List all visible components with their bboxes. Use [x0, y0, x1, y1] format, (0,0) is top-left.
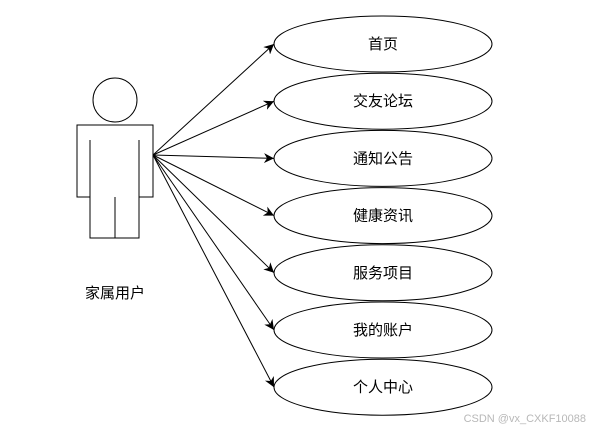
use-case-forum: 交友论坛 [273, 72, 493, 130]
use-case-label: 个人中心 [353, 378, 413, 396]
use-case-my-account: 我的账户 [273, 301, 493, 359]
actor-head [92, 77, 138, 123]
association-arrow-service [152, 154, 275, 274]
use-case-label: 我的账户 [353, 321, 413, 339]
use-case-ellipse [273, 129, 493, 187]
use-case-ellipse [273, 358, 493, 416]
use-case-label: 健康资讯 [353, 207, 413, 225]
use-case-label: 交友论坛 [353, 92, 413, 110]
use-case-home: 首页 [273, 15, 493, 73]
use-case-service: 服务项目 [273, 244, 493, 302]
association-arrow-my-account [152, 154, 275, 331]
actor-figure [76, 77, 154, 239]
association-arrow-forum [152, 100, 275, 156]
use-case-health-news: 健康资讯 [273, 187, 493, 245]
actor-label: 家属用户 [85, 284, 145, 302]
association-arrow-home [152, 43, 275, 156]
use-case-label: 首页 [368, 35, 398, 53]
watermark: CSDN @vx_CXKF10088 [464, 413, 586, 425]
use-case-ellipse [273, 301, 493, 359]
use-case-ellipse [273, 187, 493, 245]
use-case-notice: 通知公告 [273, 129, 493, 187]
use-case-ellipse [273, 15, 493, 73]
use-case-personal-center: 个人中心 [273, 358, 493, 416]
actor-body [76, 124, 154, 239]
association-arrow-notice [152, 153, 275, 164]
use-case-ellipse [273, 244, 493, 302]
association-arrow-health-news [152, 154, 275, 217]
use-case-ellipse [273, 72, 493, 130]
association-arrow-personal-center [152, 154, 275, 388]
associations [152, 43, 275, 388]
use-case-label: 通知公告 [353, 149, 413, 167]
use-case-label: 服务项目 [353, 264, 413, 282]
